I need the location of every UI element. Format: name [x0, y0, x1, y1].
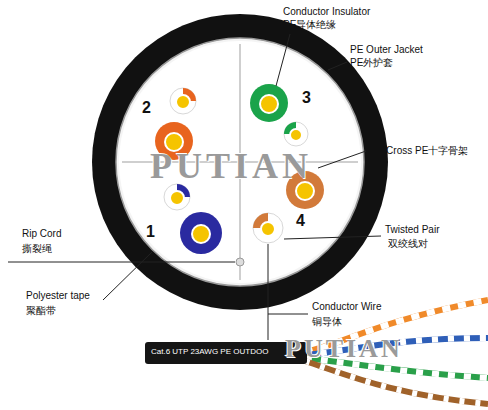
part-label: Conductor Wire [312, 301, 381, 313]
insulator-white-orange [170, 88, 196, 114]
watermark: PUTIAN [150, 145, 312, 188]
polyester-tape [116, 38, 364, 286]
part-label: 撕裂绳 [22, 243, 52, 255]
callout-number: 3 [302, 88, 311, 107]
conductor-core [170, 191, 184, 205]
part-label: PE Cross PE十字骨架 [370, 145, 468, 157]
leader-line [318, 151, 366, 168]
part-label: PE导体绝缘 [283, 19, 336, 31]
wire-white [305, 361, 488, 404]
insulator-white-brown [253, 213, 283, 243]
insulator-white-blue [164, 184, 190, 210]
wire-brown [305, 361, 488, 404]
leader-line [284, 236, 381, 239]
leader-line [328, 62, 347, 70]
conductor-core [261, 222, 275, 236]
part-label: PE外护套 [350, 57, 393, 69]
conductor-core [290, 129, 302, 141]
watermark: PUTIAN [285, 333, 403, 364]
leader-line [103, 252, 152, 300]
leader-line [8, 262, 235, 263]
part-label: 双绞线对 [388, 238, 428, 250]
part-label: Twisted Pair [385, 224, 439, 236]
insulator-green [250, 84, 288, 122]
rip-cord [236, 258, 244, 266]
callout-number: 2 [142, 98, 151, 117]
conductor-core [260, 95, 278, 113]
callout-number: 1 [146, 222, 155, 241]
part-label: 铜导体 [312, 316, 342, 328]
callout-number: 4 [296, 211, 305, 230]
conductor-core [192, 225, 210, 243]
part-label: Conductor Insulator [283, 6, 370, 18]
part-label: Polyester tape [26, 290, 90, 302]
leader-line [268, 314, 308, 315]
insulator-white-green [284, 122, 308, 146]
part-label: Rip Cord [22, 228, 61, 240]
insulator-blue [180, 212, 222, 254]
leader-line [276, 34, 290, 86]
leader-line [268, 244, 269, 340]
cable-jacket [145, 342, 307, 364]
part-label: 聚酯带 [26, 305, 56, 317]
conductor-core [176, 95, 190, 109]
cable-interior [119, 41, 361, 283]
cable-print: Cat.6 UTP 23AWG PE OUTDOO [151, 347, 268, 357]
outer-jacket [92, 14, 388, 310]
part-label: PE Outer Jacket [350, 44, 423, 56]
